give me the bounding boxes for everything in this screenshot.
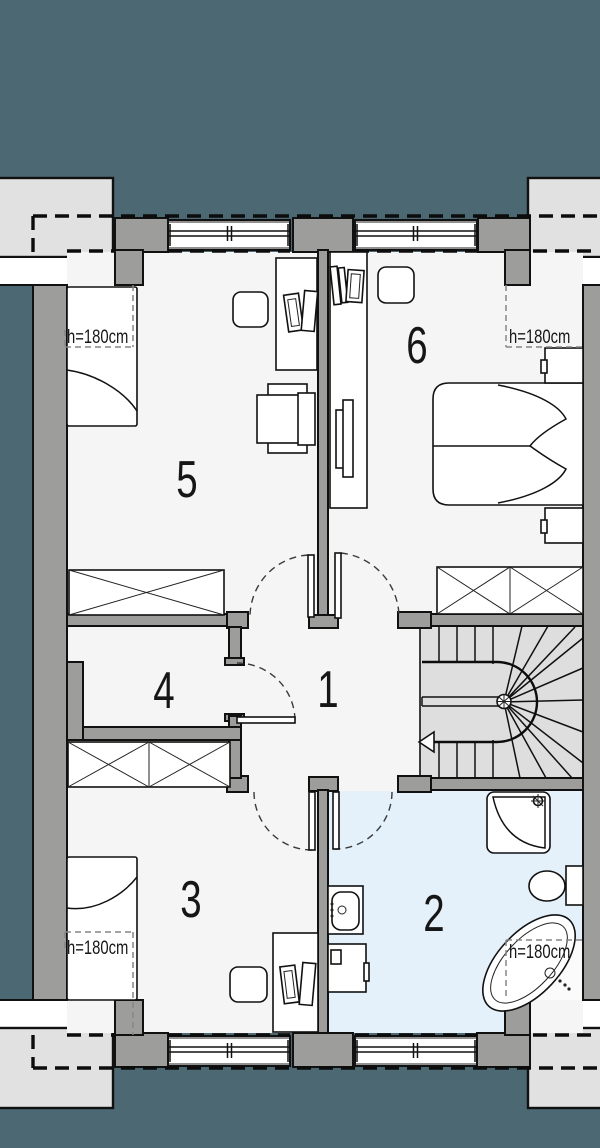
door-leaf-bathroom (332, 791, 340, 850)
door-leaf-room4 (236, 716, 296, 724)
window-top-room6 (354, 219, 478, 251)
height-label-room5: h=180cm (67, 326, 128, 347)
bed-room3 (66, 856, 138, 1001)
bedroom-6-furniture (329, 251, 584, 615)
nightstand-room6-b (544, 347, 584, 384)
door-arc-room4 (236, 662, 296, 721)
walls (32, 217, 600, 1068)
chair-room3 (229, 966, 268, 1003)
shower (486, 791, 551, 854)
sink (327, 885, 364, 935)
window-bottom-bathroom (354, 1035, 478, 1067)
room-6-label: 6 (406, 316, 427, 374)
double-bed-room6 (432, 382, 584, 506)
bedroom-5-furniture (66, 257, 319, 616)
room-labels: 1 2 3 4 5 6 (153, 316, 444, 942)
room-4-label: 4 (153, 661, 174, 719)
bathroom-fixtures (327, 791, 584, 1012)
bedroom-3-furniture (66, 741, 319, 1033)
window-bottom-room3 (167, 1035, 291, 1067)
door-arc-bathroom (334, 791, 393, 850)
height-lines (64, 285, 583, 1035)
window-top-room5 (167, 219, 291, 251)
height-labels: h=180cm h=180cm h=180cm h=180cm (67, 326, 570, 962)
toilet (528, 865, 584, 906)
room-1-label: 1 (317, 660, 338, 718)
height-label-bathroom: h=180cm (509, 941, 570, 962)
room-3-label: 3 (180, 870, 201, 928)
height-label-room6: h=180cm (509, 326, 570, 347)
roof-edge-lines (31, 214, 600, 1070)
door-leaf-room5 (307, 554, 315, 618)
room-5-label: 5 (176, 450, 197, 508)
nightstand-room5 (232, 291, 269, 328)
bed-room5 (66, 286, 138, 427)
chair-room5 (256, 383, 316, 454)
door-leaf-room6 (334, 552, 342, 619)
staircase (417, 625, 584, 779)
room-2-label: 2 (423, 884, 444, 942)
nightstand-room6-a (377, 266, 415, 304)
doors (236, 552, 400, 851)
washing-machine (327, 943, 370, 993)
stairs-direction-arrow (417, 730, 435, 754)
height-label-room3: h=180cm (67, 937, 128, 958)
nightstand-room6-c (544, 507, 584, 544)
door-leaf-room3 (308, 791, 316, 851)
